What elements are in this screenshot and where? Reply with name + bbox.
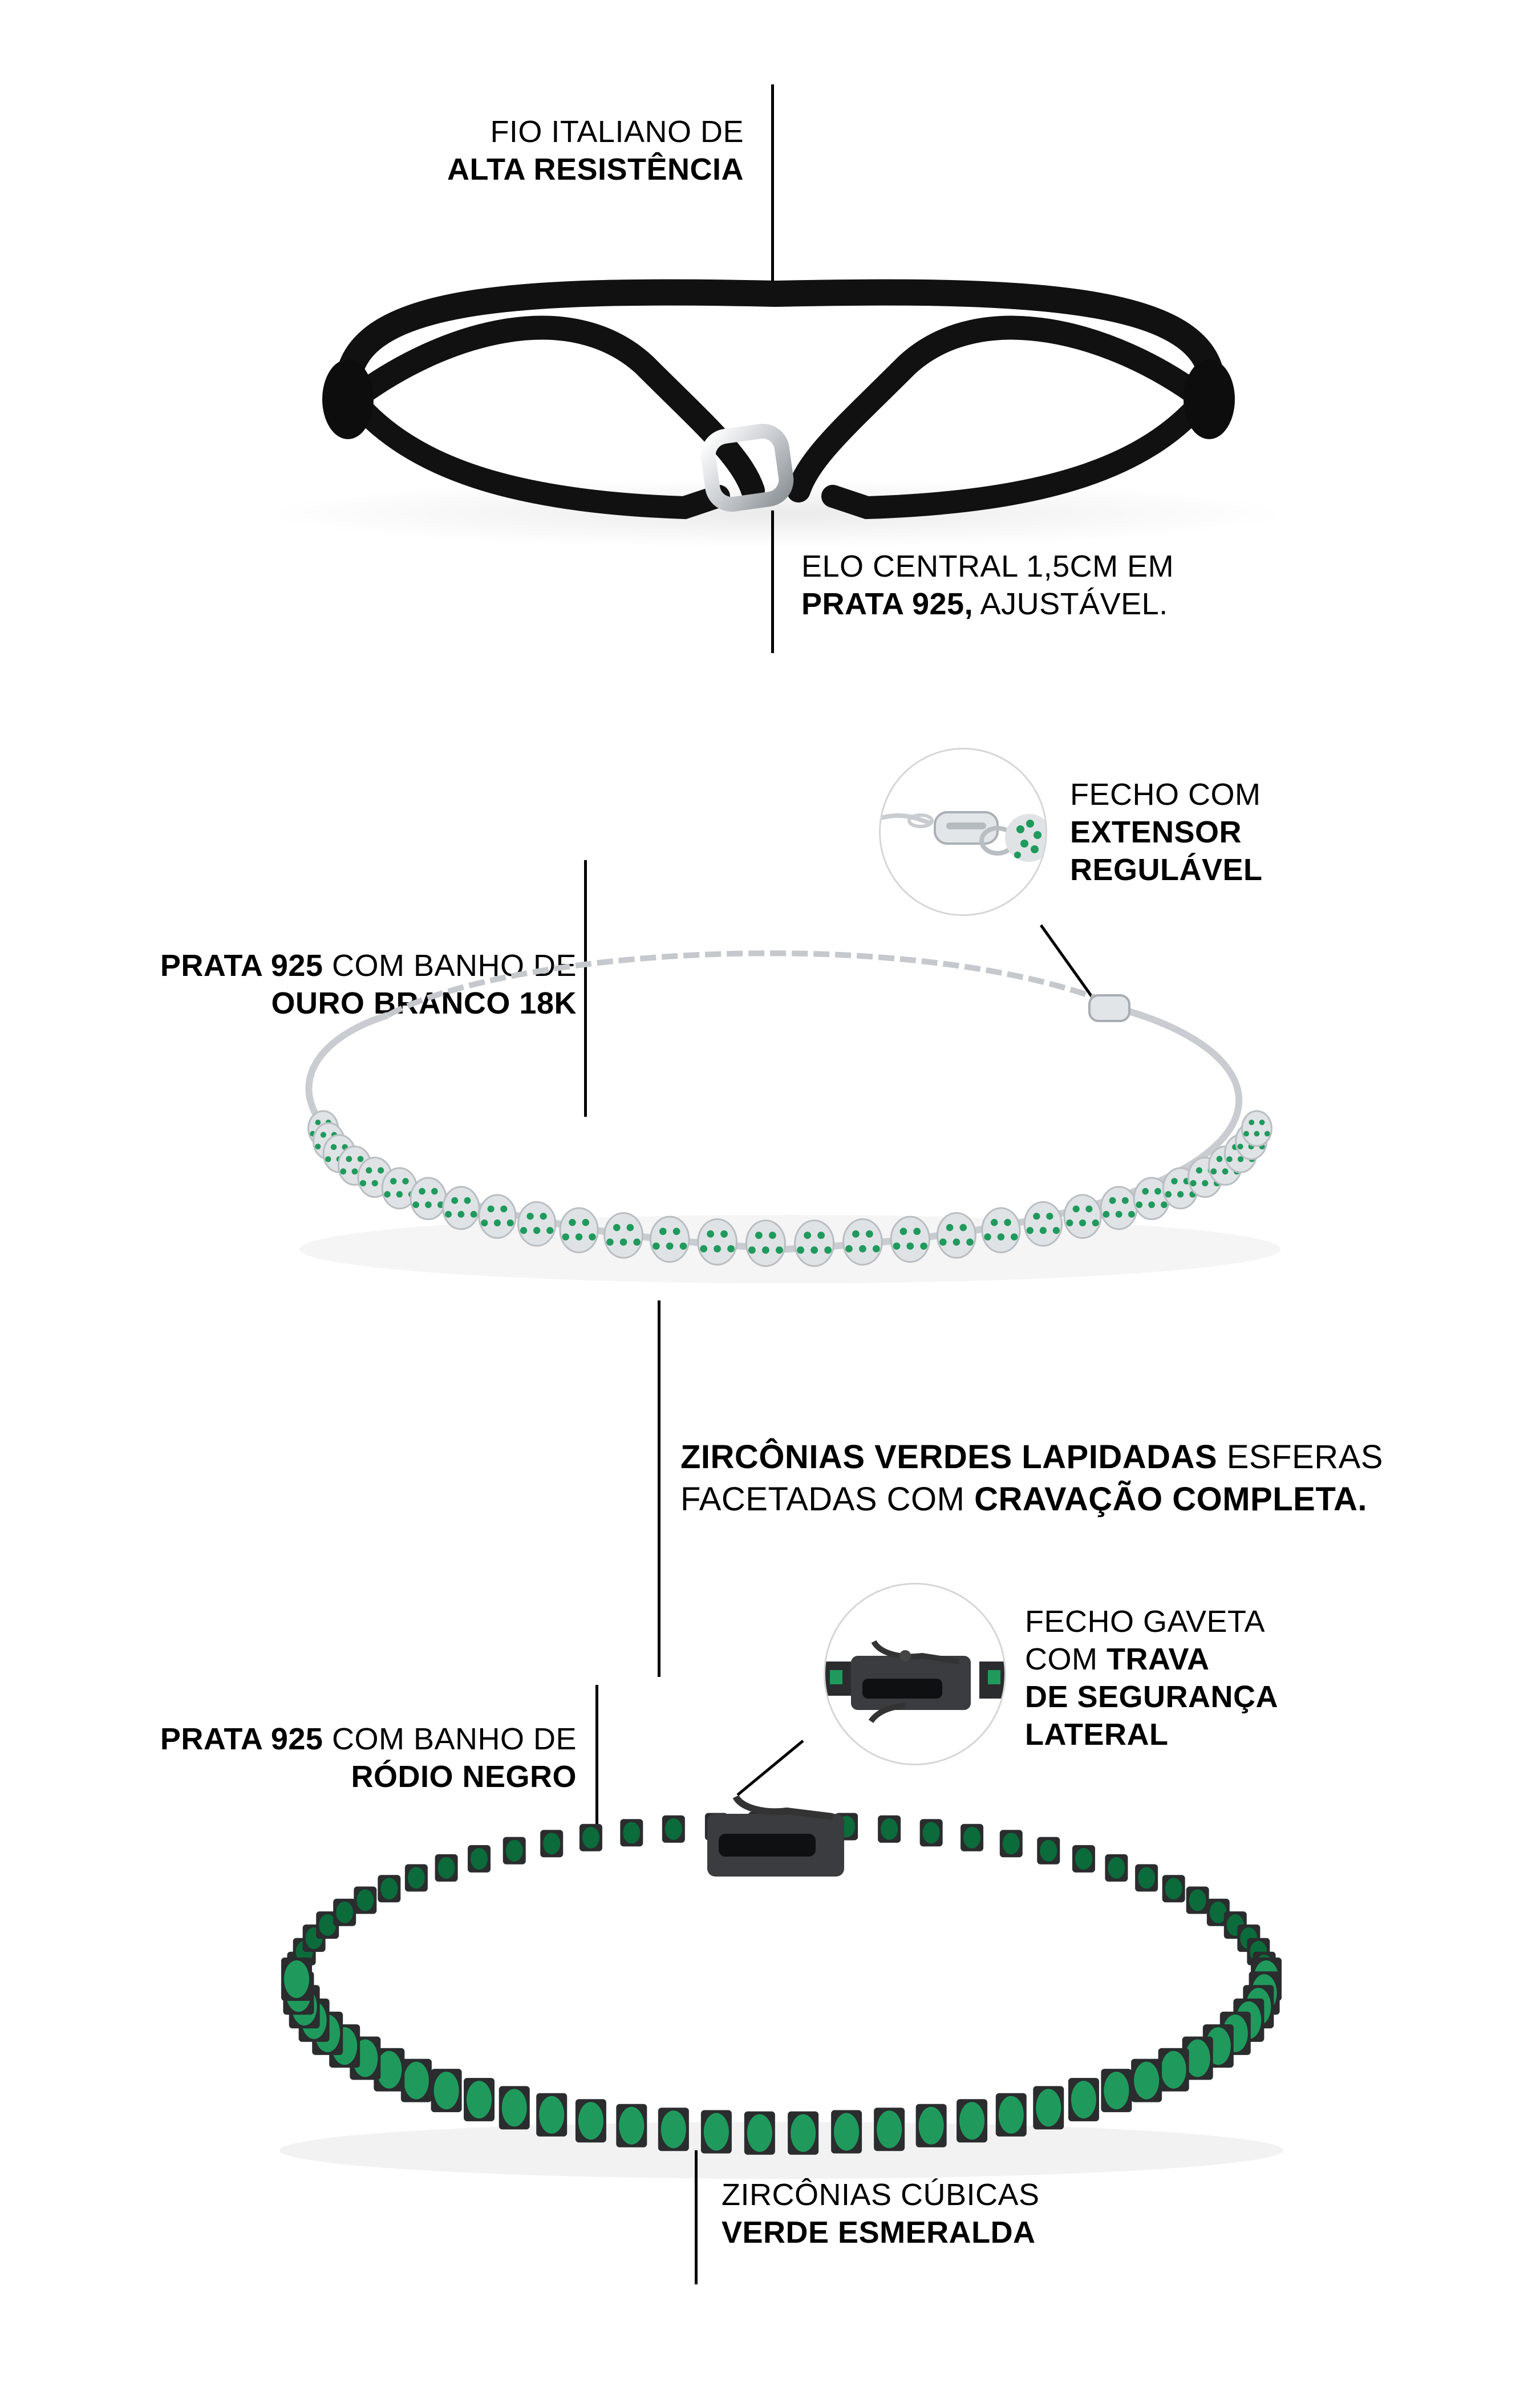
clasp-detail-circle — [879, 748, 1047, 916]
callout-line-text: ELO CENTRAL 1,5CM EM — [801, 548, 1174, 585]
callout-line-text: ZIRCÔNIAS CÚBICAS — [722, 2176, 1040, 2214]
callout-line-text: PRATA 925 COM BANHO DE — [160, 947, 577, 984]
callout-line-stones — [658, 1300, 660, 1677]
callout-line-zirconia — [695, 2150, 698, 2284]
callout-line-text: ZIRCÔNIAS VERDES LAPIDADAS ESFERAS — [680, 1436, 1383, 1478]
box-clasp-closeup — [825, 1640, 1004, 1724]
regular-text: COM BANHO DE — [323, 1722, 577, 1756]
regular-text: AJUSTÁVEL. — [973, 587, 1168, 621]
callout-line-text: OURO BRANCO 18K — [160, 984, 577, 1022]
callout-line-text: FECHO COM — [1070, 776, 1263, 813]
lobster-clasp-closeup — [881, 811, 1045, 862]
bold-text: VERDE ESMERALDA — [722, 2215, 1036, 2250]
callout-line-text: REGULÁVEL — [1070, 851, 1263, 889]
regular-text: ZIRCÔNIAS CÚBICAS — [722, 2178, 1040, 2212]
callout-line-text: PRATA 925, AJUSTÁVEL. — [801, 585, 1174, 623]
bold-text: PRATA 925 — [160, 1722, 323, 1756]
regular-text: COM BANHO DE — [323, 949, 577, 983]
callout-line-link — [771, 510, 774, 653]
bold-text: LATERAL — [1025, 1717, 1169, 1752]
callout-line-text: FIO ITALIANO DE — [447, 113, 744, 151]
black-cord-bracelet-image — [262, 279, 1289, 548]
callout-line-rhodium — [595, 1685, 598, 1831]
bold-text: TRAVA — [1107, 1642, 1210, 1676]
bold-text: REGULÁVEL — [1070, 853, 1263, 887]
bold-text: CRAVAÇÃO COMPLETA. — [974, 1481, 1367, 1518]
callout-line-text: VERDE ESMERALDA — [722, 2214, 1040, 2251]
bold-text: PRATA 925 — [160, 949, 323, 983]
callout-line-text: COM TRAVA — [1025, 1640, 1278, 1678]
bold-text: DE SEGURANÇA — [1025, 1680, 1279, 1714]
bold-text: ALTA RESISTÊNCIA — [447, 152, 744, 187]
regular-text: COM — [1025, 1642, 1107, 1676]
box-clasp-detail-circle — [824, 1583, 1006, 1765]
regular-text: FECHO GAVETA — [1025, 1604, 1266, 1639]
bold-text: PRATA 925, — [801, 587, 974, 621]
regular-text: FIO ITALIANO DE — [490, 115, 744, 149]
callout-line-text: RÓDIO NEGRO — [160, 1758, 577, 1796]
callout-line-cord — [771, 84, 774, 293]
callout-line-text: LATERAL — [1025, 1716, 1278, 1753]
callout-line-plating — [584, 860, 587, 1117]
bold-text: ZIRCÔNIAS VERDES LAPIDADAS — [680, 1438, 1218, 1476]
callout-line-text: FECHO GAVETA — [1025, 1603, 1278, 1640]
green-sphere-bracelet-image — [299, 950, 1280, 1283]
bold-text: EXTENSOR — [1070, 815, 1242, 849]
callout-line-text: ALTA RESISTÊNCIA — [447, 151, 744, 188]
regular-text: ELO CENTRAL 1,5CM EM — [801, 549, 1174, 583]
regular-text: FECHO COM — [1070, 777, 1261, 812]
callout-line-text: FACETADAS COM CRAVAÇÃO COMPLETA. — [680, 1478, 1383, 1521]
callout-line-text: DE SEGURANÇA — [1025, 1678, 1278, 1716]
callout-line-text: EXTENSOR — [1070, 813, 1263, 851]
regular-text: FACETADAS COM — [680, 1481, 975, 1518]
regular-text: ESFERAS — [1217, 1438, 1383, 1476]
callout-line-text: PRATA 925 COM BANHO DE — [160, 1720, 577, 1758]
bold-text: RÓDIO NEGRO — [351, 1760, 577, 1794]
bold-text: OURO BRANCO 18K — [271, 986, 577, 1020]
